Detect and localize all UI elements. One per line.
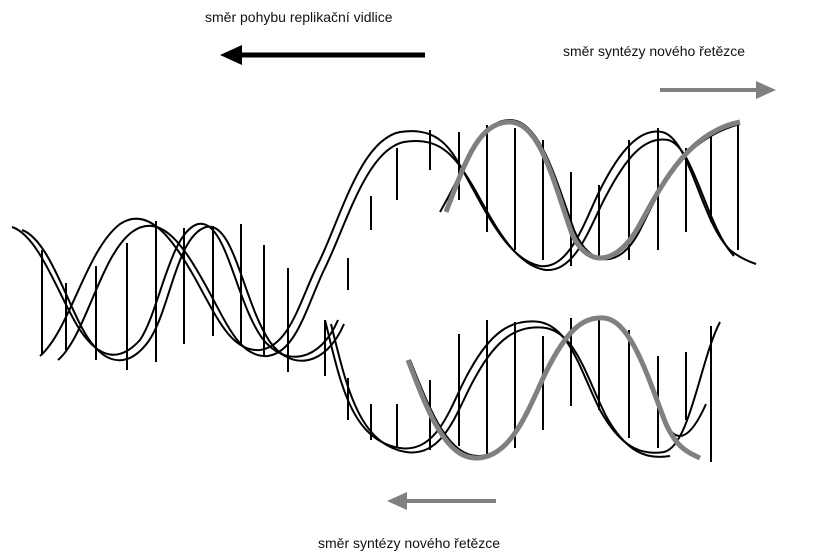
- parental-strand-c: [40, 219, 318, 356]
- lower-new-strand: [408, 318, 700, 458]
- synthesis-direction-top-arrow: [660, 81, 776, 99]
- upper-old-strand-b: [324, 140, 734, 271]
- lower-old-strand-a: [325, 320, 720, 453]
- upper-old-strand-c: [440, 120, 740, 259]
- synthesis-direction-bottom-arrow: [387, 492, 496, 510]
- lower-base-pairs: [348, 318, 711, 462]
- upper-daughter-helix: [318, 120, 756, 270]
- upper-base-pairs: [371, 124, 738, 266]
- upper-new-strand: [446, 122, 740, 258]
- lower-old-strand-b: [331, 324, 670, 457]
- lower-old-strand-c: [410, 318, 706, 456]
- parental-strand-d: [58, 226, 324, 360]
- parental-helix: [12, 219, 348, 376]
- fork-direction-arrow: [220, 45, 425, 65]
- parental-strand-a: [12, 224, 338, 357]
- lower-daughter-helix: [325, 318, 720, 462]
